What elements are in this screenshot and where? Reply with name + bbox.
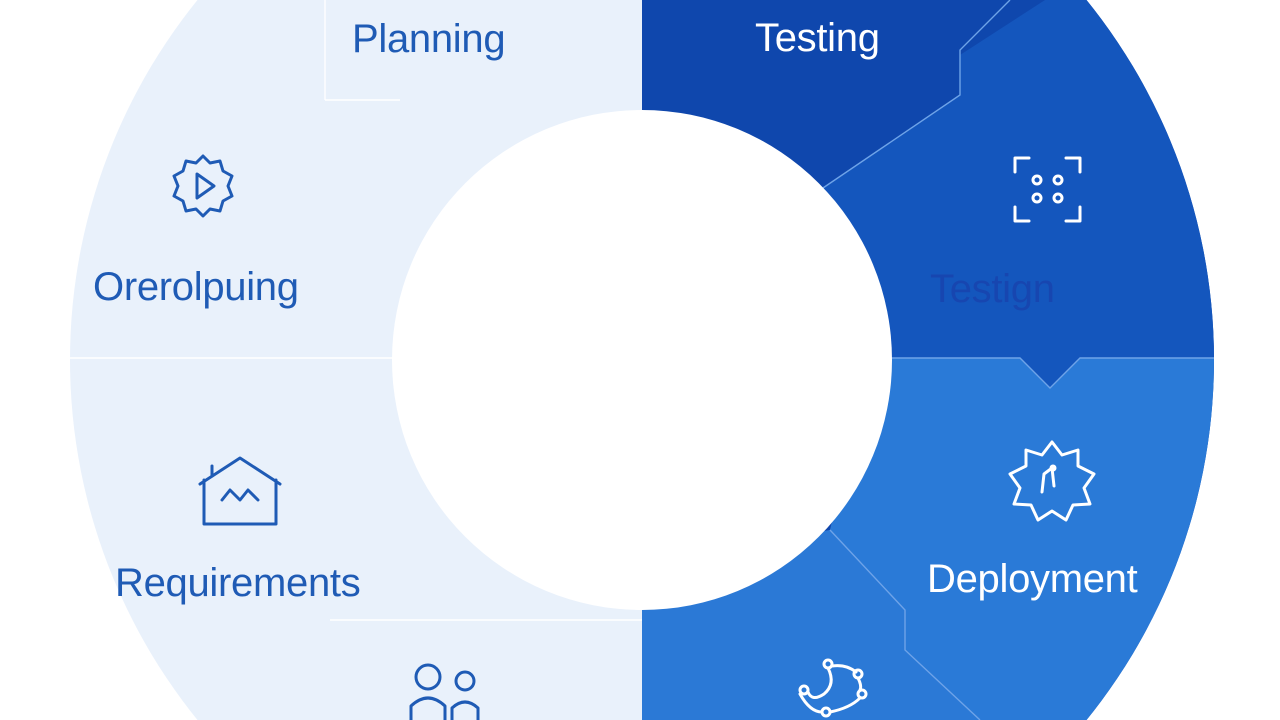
house-chart-icon bbox=[198, 456, 282, 526]
orerolpuing-label: Orerolpuing bbox=[93, 265, 299, 309]
requirements-label: Requirements bbox=[115, 561, 360, 605]
center-hole bbox=[392, 110, 892, 610]
face-scan-icon bbox=[1013, 156, 1082, 223]
planning-label: Planning bbox=[352, 17, 505, 61]
seam-testing-testign bbox=[819, 0, 1011, 191]
seam-testign-deployment bbox=[880, 357, 1214, 389]
network-nodes-icon bbox=[798, 658, 868, 718]
deployment-label: Deployment bbox=[927, 557, 1138, 601]
gear-play-icon bbox=[172, 154, 234, 218]
testign-label: Testign bbox=[930, 267, 1055, 311]
seam-deployment-maintenance bbox=[829, 529, 981, 720]
people-icon bbox=[409, 663, 480, 720]
testing-label: Testing bbox=[755, 16, 880, 60]
gear-badge-icon bbox=[1008, 440, 1096, 522]
